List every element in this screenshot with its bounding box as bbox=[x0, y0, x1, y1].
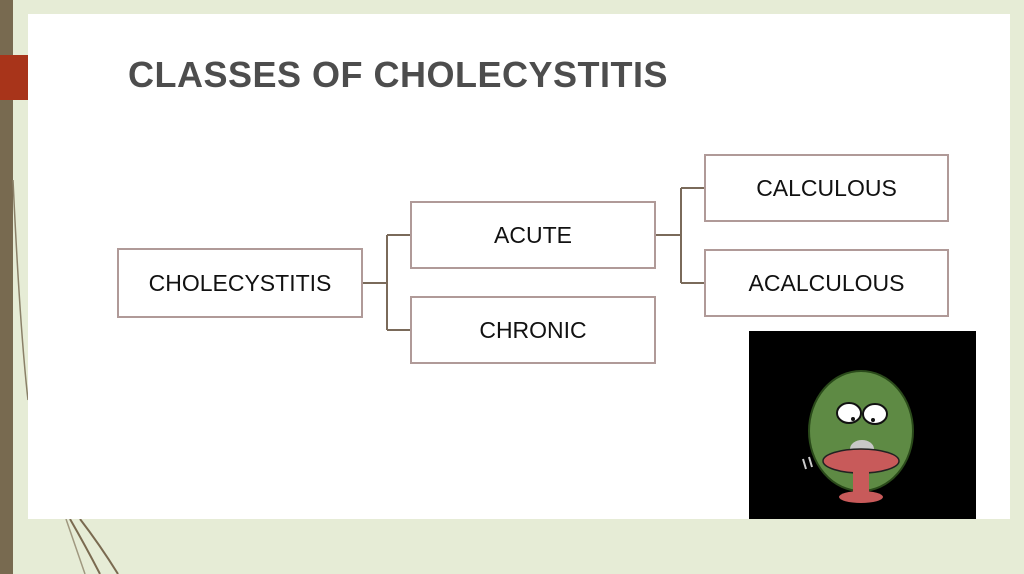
node-acute: ACUTE bbox=[410, 201, 656, 269]
node-cholecystitis: CHOLECYSTITIS bbox=[117, 248, 363, 318]
accent-tab bbox=[0, 55, 28, 100]
side-bar-decoration bbox=[0, 0, 13, 574]
decorative-swooshes bbox=[12, 179, 119, 574]
node-acalculous: ACALCULOUS bbox=[704, 249, 949, 317]
slide-title: CLASSES OF CHOLECYSTITIS bbox=[128, 54, 669, 95]
node-calculous: CALCULOUS bbox=[704, 154, 949, 222]
gallbladder-cartoon-image bbox=[749, 331, 976, 519]
node-chronic: CHRONIC bbox=[410, 296, 656, 364]
